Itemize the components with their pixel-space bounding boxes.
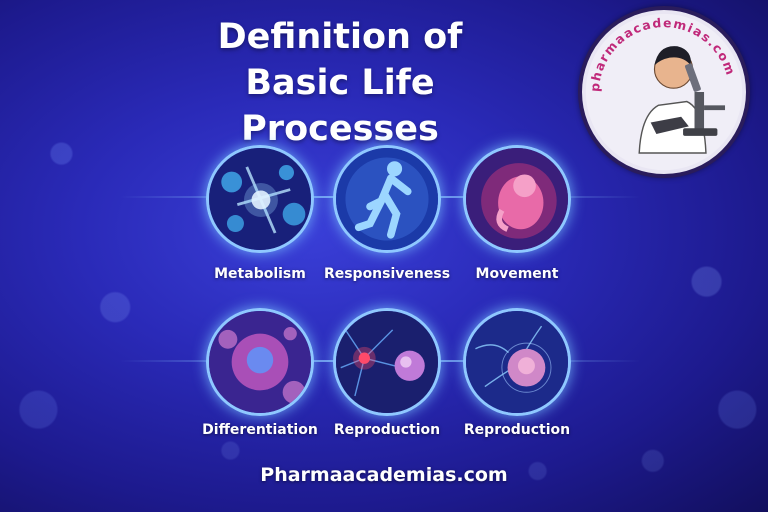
process-label: Differentiation [202, 422, 318, 438]
responsiveness-circle [333, 145, 441, 253]
fertilization-cell-icon [466, 311, 568, 413]
footer-website: Pharmaacademias.com [260, 464, 508, 486]
title-line-2: Basic Life Processes [241, 63, 439, 149]
brand-logo: pharmaacademias.com [578, 6, 750, 178]
movement-circle [463, 145, 571, 253]
process-label: Reproduction [333, 422, 441, 438]
scientist-microscope-icon: pharmaacademias.com [585, 13, 743, 171]
page-title: Definition of Basic Life Processes [150, 14, 530, 152]
metabolism-circle [206, 145, 314, 253]
process-label: Movement [475, 266, 559, 282]
reproduction-circle-2 [463, 308, 571, 416]
cell-network-icon [209, 148, 311, 250]
dividing-cell-icon [209, 311, 311, 413]
process-label: Responsiveness [323, 266, 451, 282]
neuron-spark-icon [336, 311, 438, 413]
running-figure-icon [336, 148, 438, 250]
embryo-icon [466, 148, 568, 250]
reproduction-circle-1 [333, 308, 441, 416]
differentiation-circle [206, 308, 314, 416]
process-label: Reproduction [463, 422, 571, 438]
title-line-1: Definition of [217, 17, 463, 57]
process-label: Metabolism [214, 266, 306, 282]
